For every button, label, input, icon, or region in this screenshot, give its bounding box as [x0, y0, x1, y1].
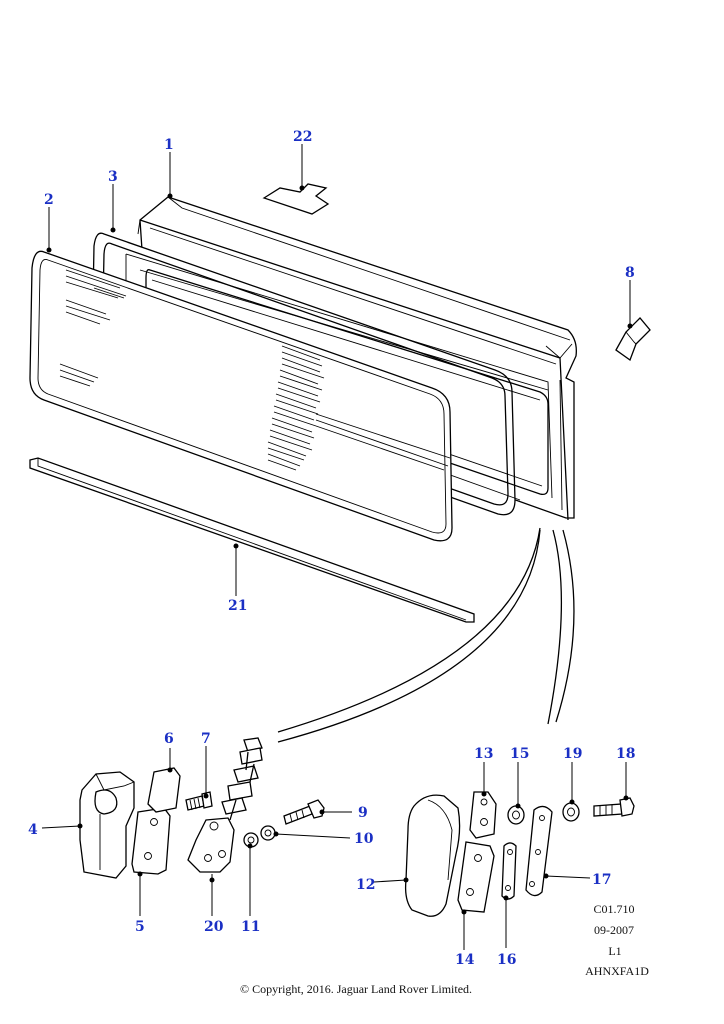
- callout-2: 2: [44, 192, 54, 208]
- part-9-bolt: [283, 799, 325, 825]
- callout-16: 16: [497, 952, 516, 968]
- part-20-hinge-bracket: [187, 737, 263, 873]
- callout-4: 4: [28, 822, 38, 838]
- part-12-hinge-body: [404, 794, 461, 917]
- part-4-hinge-body: [79, 771, 135, 879]
- copyright-notice: © Copyright, 2016. Jaguar Land Rover Lim…: [240, 982, 472, 996]
- callout-3: 3: [108, 169, 118, 185]
- part-6-pad: [147, 767, 181, 813]
- part-15-washer: [507, 805, 525, 825]
- callout-6: 6: [164, 731, 174, 747]
- callout-8: 8: [625, 265, 635, 281]
- callout-5: 5: [135, 919, 145, 935]
- part-21-seal-strip: [29, 457, 475, 623]
- reference-part-code: AHNXFA1D: [585, 964, 649, 978]
- part-2-glass: [29, 250, 453, 542]
- callout-13: 13: [474, 746, 493, 762]
- reference-date: 09-2007: [594, 923, 634, 937]
- detail-connector-curves: [277, 527, 575, 743]
- callout-9: 9: [358, 805, 368, 821]
- leader-lines: [41, 144, 633, 950]
- callout-17: 17: [592, 872, 611, 888]
- part-22-label: [262, 183, 330, 215]
- reference-level: L1: [608, 944, 621, 958]
- part-17-link: [525, 805, 553, 897]
- part-16-link: [501, 842, 517, 900]
- callout-11: 11: [241, 919, 260, 935]
- callout-1: 1: [164, 137, 174, 153]
- part-10-washer: [260, 825, 276, 841]
- part-5-plate: [131, 807, 171, 875]
- callout-19: 19: [563, 746, 582, 762]
- part-14-plate: [457, 841, 495, 913]
- callout-7: 7: [201, 731, 211, 747]
- callout-21: 21: [228, 598, 247, 614]
- part-19-washer: [562, 802, 580, 822]
- callout-10: 10: [354, 831, 374, 847]
- callout-14: 14: [455, 952, 475, 968]
- callout-labels: 1 2 3 4 5 6 7 8 9 10 11 12 13 14 15 16 1…: [28, 129, 635, 968]
- reference-code: C01.710: [593, 902, 634, 916]
- callout-22: 22: [293, 129, 312, 145]
- callout-15: 15: [510, 746, 529, 762]
- part-13-pad: [469, 791, 497, 839]
- callout-20: 20: [204, 919, 224, 935]
- part-8-clip: [615, 317, 651, 362]
- reference-block: C01.710 09-2007 L1 AHNXFA1D: [585, 902, 649, 978]
- part-18-bolt: [593, 797, 635, 817]
- callout-18: 18: [616, 746, 635, 762]
- callout-12: 12: [356, 877, 375, 893]
